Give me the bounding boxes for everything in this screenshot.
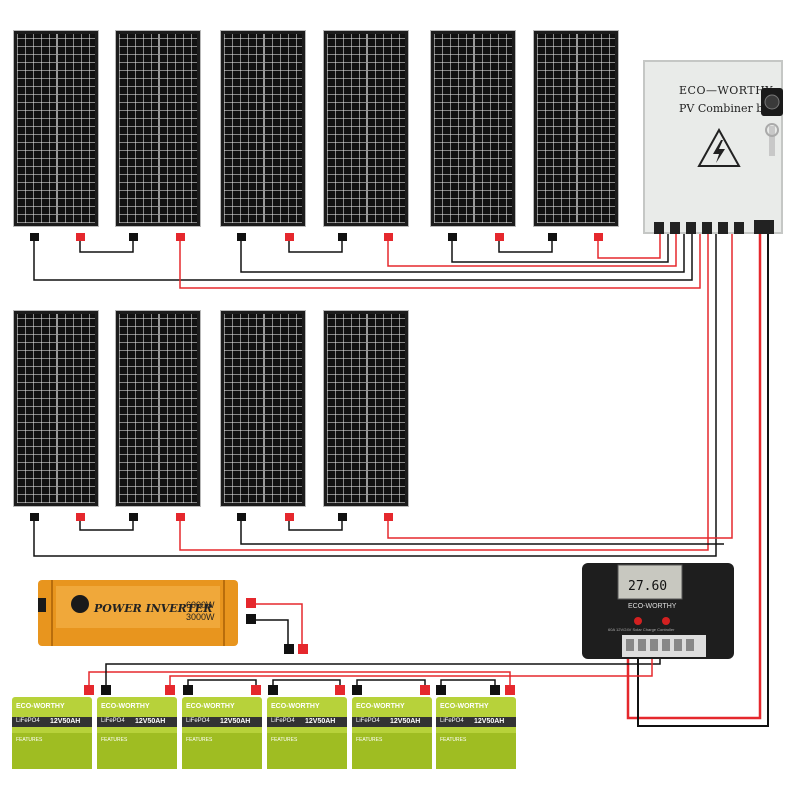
battery-brand: ECO-WORTHY — [440, 703, 489, 710]
inverter-title: POWER INVERTER — [94, 602, 213, 615]
solar-panel — [13, 310, 99, 507]
battery-capacity: 12V50AH — [474, 718, 505, 725]
battery-chemistry: LiFePO4 — [16, 718, 40, 724]
controller-brand: ECO-WORTHY — [628, 603, 677, 610]
battery-features: FEATURES — [186, 737, 213, 743]
solar-panel — [115, 310, 201, 507]
solar-panel — [115, 30, 201, 227]
charge-controller: 27.60 ECO-WORTHY 60A 12V/24V Solar Charg… — [582, 559, 734, 667]
pv-combiner-box: ECO—WORTHY PV Combiner box — [643, 60, 783, 234]
battery: ECO-WORTHY LiFePO4 12V50AH FEATURES — [12, 697, 92, 769]
combiner-brand: ECO—WORTHY — [679, 84, 774, 97]
solar-panel — [220, 310, 306, 507]
battery: ECO-WORTHY LiFePO4 12V50AH FEATURES — [436, 697, 516, 769]
solar-panel — [430, 30, 516, 227]
battery-capacity: 12V50AH — [220, 718, 251, 725]
battery-chemistry: LiFePO4 — [271, 718, 295, 724]
battery-features: FEATURES — [440, 737, 467, 743]
inverter-rating-continuous: 3000W — [186, 612, 215, 622]
solar-panel — [220, 30, 306, 227]
battery-features: FEATURES — [16, 737, 43, 743]
battery-chemistry: LiFePO4 — [101, 718, 125, 724]
battery-features: FEATURES — [271, 737, 298, 743]
battery-capacity: 12V50AH — [390, 718, 421, 725]
battery: ECO-WORTHY LiFePO4 12V50AH FEATURES — [352, 697, 432, 769]
inverter-rating-peak: 6000W — [186, 600, 215, 610]
battery-chemistry: LiFePO4 — [356, 718, 380, 724]
solar-panel — [323, 310, 409, 507]
battery-brand: ECO-WORTHY — [101, 703, 150, 710]
battery: ECO-WORTHY LiFePO4 12V50AH FEATURES — [97, 697, 177, 769]
combiner-label: PV Combiner box — [679, 102, 777, 115]
battery: ECO-WORTHY LiFePO4 12V50AH FEATURES — [182, 697, 262, 769]
solar-panel — [13, 30, 99, 227]
battery-brand: ECO-WORTHY — [186, 703, 235, 710]
battery-features: FEATURES — [101, 737, 128, 743]
battery-capacity: 12V50AH — [50, 718, 81, 725]
solar-panel — [323, 30, 409, 227]
battery: ECO-WORTHY LiFePO4 12V50AH FEATURES — [267, 697, 347, 769]
battery-chemistry: LiFePO4 — [186, 718, 210, 724]
battery-features: FEATURES — [356, 737, 383, 743]
battery-chemistry: LiFePO4 — [440, 718, 464, 724]
solar-panel — [533, 30, 619, 227]
power-inverter: POWER INVERTER 6000W 3000W — [38, 574, 238, 652]
battery-capacity: 12V50AH — [305, 718, 336, 725]
high-voltage-icon — [697, 128, 741, 167]
battery-brand: ECO-WORTHY — [271, 703, 320, 710]
controller-display: 27.60 — [628, 579, 668, 594]
battery-capacity: 12V50AH — [135, 718, 166, 725]
battery-brand: ECO-WORTHY — [356, 703, 405, 710]
controller-model: 60A 12V/24V Solar Charge Controller — [608, 627, 675, 632]
key-lock-icon — [761, 88, 783, 156]
battery-brand: ECO-WORTHY — [16, 703, 65, 710]
